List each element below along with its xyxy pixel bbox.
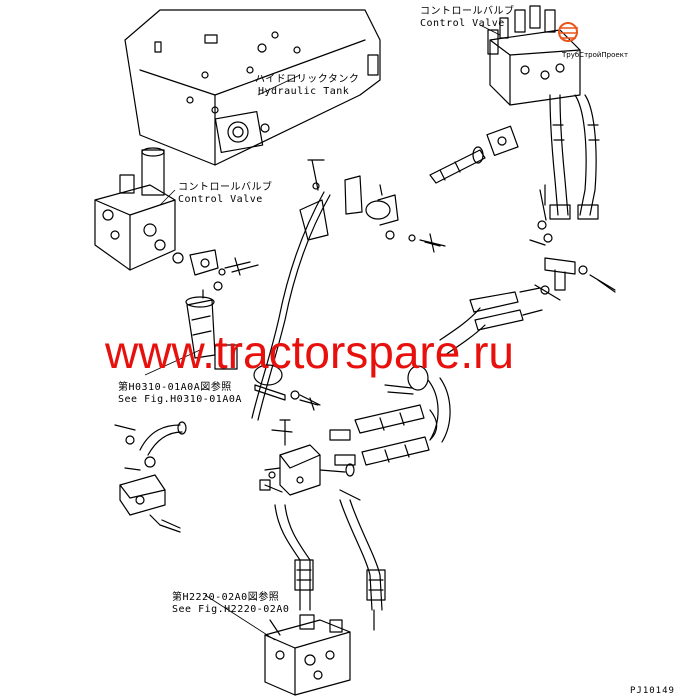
main-hose-outer (251, 191, 325, 419)
clamp-brackets-middle (214, 344, 321, 411)
center-bracket (264, 419, 321, 496)
right-hoses (537, 94, 600, 230)
leader-lines (144, 24, 501, 641)
mounting-block-left (119, 474, 181, 529)
tee-fitting-right (529, 233, 616, 291)
reference-2-label-en: See Fig.H2220-02A0 (172, 604, 289, 615)
diagonal-hoses-middle (439, 284, 561, 356)
hydraulic-tank-label-en: Hydraulic Tank (258, 86, 349, 97)
swivel-elbow (384, 365, 451, 443)
company-logo: ТрубСтройПроект (558, 22, 628, 59)
left-elbow-fitting (114, 421, 187, 471)
control-valve-left-label-en: Control Valve (178, 194, 263, 205)
diagram-labels: ハイドロリックタンク Hydraulic Tank コントロールバルブ Cont… (118, 4, 675, 696)
logo-text: ТрубСтройПроект (561, 51, 628, 59)
control-valve-top-label-en: Control Valve (420, 18, 505, 29)
reference-1-label-en: See Fig.H0310-01A0A (118, 394, 242, 405)
small-connectors-centre (259, 429, 361, 501)
reference-2-label-jp: 第H2220-02A0図参照 (172, 590, 279, 603)
control-valve-left-label-jp: コントロールバルブ (178, 180, 273, 193)
logo-stripes-icon (560, 27, 578, 39)
bolts (159, 184, 616, 533)
logo-ring-icon (558, 22, 578, 42)
control-valve-left (94, 147, 176, 271)
drawing-number: PJ10149 (630, 686, 675, 696)
bottom-valve-block (264, 614, 351, 696)
reference-1-label-jp: 第H0310-01A0A図参照 (118, 380, 232, 393)
control-valve-top-label-jp: コントロールバルブ (420, 4, 515, 17)
tank-outlet-pipe (429, 125, 519, 184)
valve-flange-left (172, 249, 251, 291)
lower-hoses (274, 499, 386, 631)
clamp-brackets-upper (299, 159, 446, 253)
watermark-text: www.tractorspare.ru (104, 326, 514, 378)
hydraulic-tank (124, 9, 381, 166)
main-hose (257, 194, 331, 421)
braided-hoses-lower (354, 404, 438, 466)
hydraulic-tank-label-jp: ハイドロリックタンク (255, 73, 359, 85)
